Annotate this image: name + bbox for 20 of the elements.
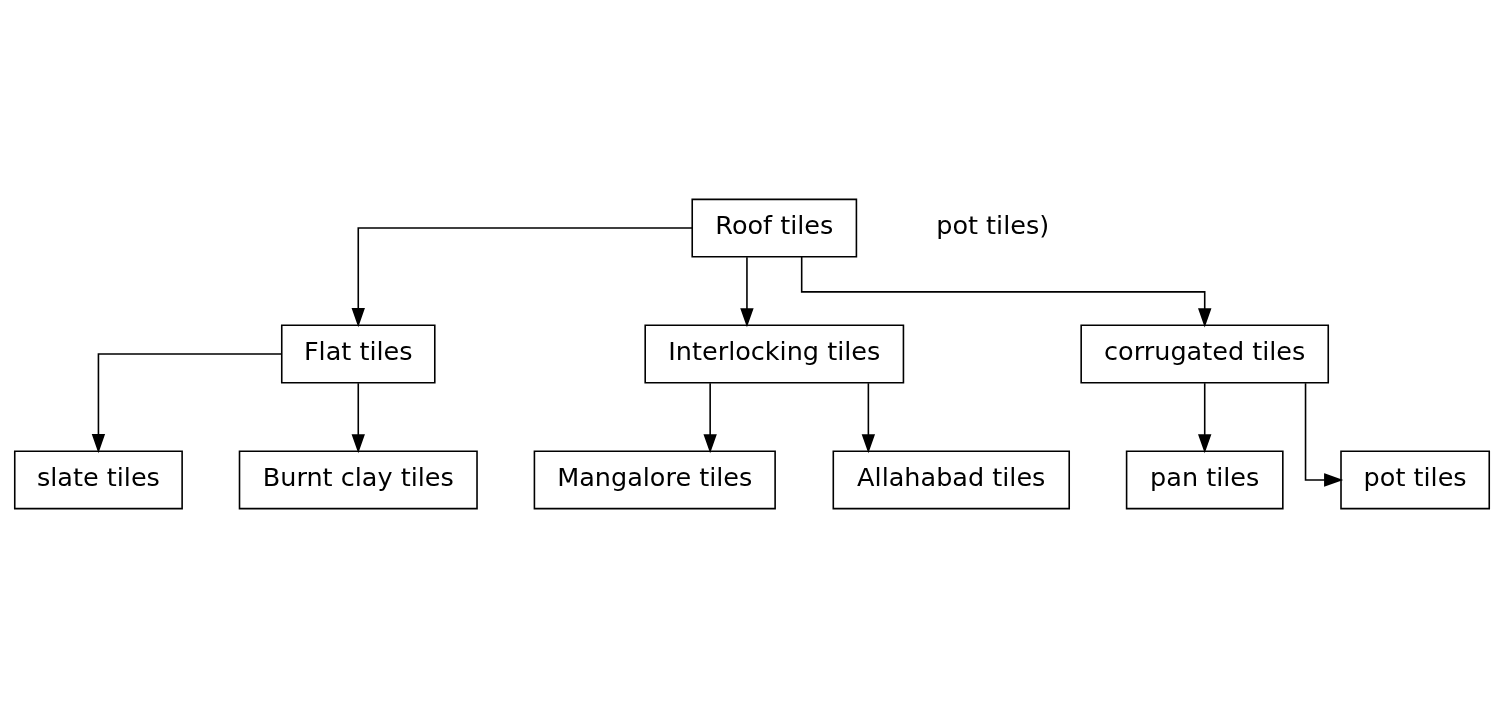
arrow: [703, 381, 717, 453]
node-box: Roof tiles: [691, 198, 858, 258]
node-box: Interlocking tiles: [644, 324, 905, 383]
node-box: corrugated tiles: [1080, 324, 1330, 383]
arrow: [91, 352, 283, 453]
arrow: [351, 381, 365, 453]
node-box: slate tiles: [13, 449, 183, 509]
arrow: [800, 255, 1212, 327]
arrow: [861, 381, 876, 453]
node-box: Allahabad tiles: [832, 449, 1070, 509]
label: pot tiles): [936, 209, 1050, 240]
node-box: Burnt clay tiles: [238, 449, 478, 509]
arrow: [1198, 381, 1212, 453]
node-box: Mangalore tiles: [533, 449, 776, 509]
node-box: Flat tiles: [280, 324, 436, 383]
arrow: [740, 255, 754, 327]
arrow: [351, 226, 693, 327]
node-box: pot tiles: [1340, 449, 1491, 509]
node-box: pan tiles: [1125, 449, 1284, 509]
arrow: [1304, 381, 1344, 487]
